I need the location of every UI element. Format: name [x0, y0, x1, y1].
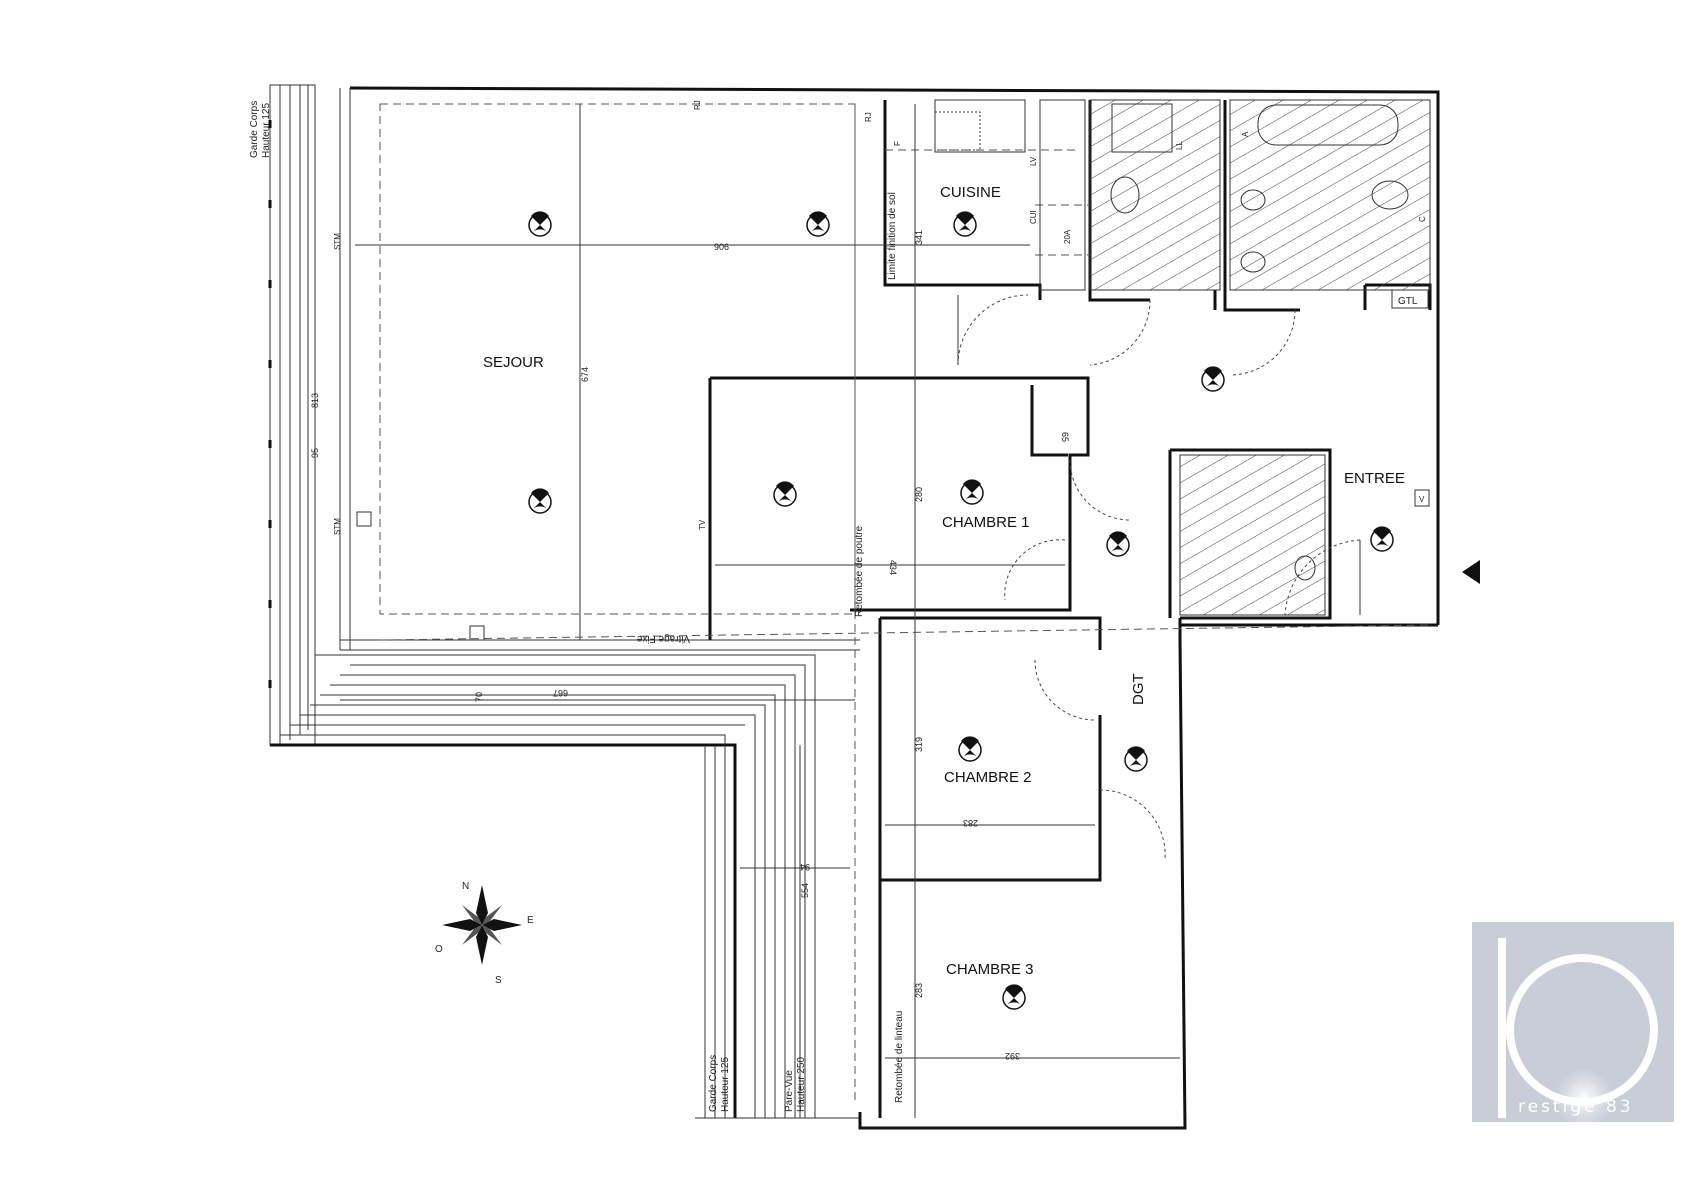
ceiling-light-icon — [773, 481, 797, 507]
symbol-lv: LV — [1029, 156, 1038, 166]
dashed-outlines — [379, 103, 1431, 1100]
room-label-chambre-1: CHAMBRE 1 — [942, 514, 1030, 531]
room-label-chambre-2: CHAMBRE 2 — [944, 769, 1032, 786]
ceiling-light-icon — [1002, 984, 1026, 1010]
room-label-sejour: SEJOUR — [483, 354, 544, 371]
symbol-tv: TV — [698, 519, 707, 530]
symbol-cui: CUI — [1029, 210, 1038, 224]
logo-text: restige 83 — [1518, 1097, 1634, 1117]
symbol-v: V — [1419, 495, 1425, 504]
dim-434: 434 — [888, 560, 898, 575]
note-pare-vue: Pare-Vue — [784, 1070, 795, 1112]
light-fixtures — [528, 211, 1394, 1010]
dim-674: 674 — [580, 367, 590, 382]
column-marker — [356, 511, 372, 527]
room-label-chambre-3: CHAMBRE 3 — [946, 961, 1034, 978]
dim-280: 280 — [914, 487, 924, 502]
ceiling-light-icon — [806, 211, 830, 237]
symbol-rj-cuisine: RJ — [864, 112, 873, 122]
symbol-20a: 20A — [1063, 229, 1072, 244]
dim-94: 94 — [800, 862, 810, 872]
logo-prestige-83: restige 83 — [1472, 922, 1674, 1128]
room-label-dgt: DGT — [1130, 673, 1147, 705]
dim-906: 906 — [714, 242, 729, 252]
note-hauteur-125-2: Hauteur 125 — [720, 1057, 731, 1112]
door-swings — [957, 294, 1361, 861]
note-garde-corps-1: Garde Corps — [249, 101, 260, 158]
dim-65: 65 — [1060, 432, 1070, 442]
dimension-lines — [340, 104, 1180, 1118]
dim-283-chambre-2: 283 — [963, 818, 978, 828]
dim-667: 667 — [553, 688, 568, 698]
note-garde-corps-2: Garde Corps — [708, 1055, 719, 1112]
wet-rooms — [1089, 99, 1431, 616]
ceiling-light-icon — [960, 479, 984, 505]
note-retombee-linteau: Retombée de linteau — [894, 1011, 905, 1103]
ceiling-light-icon — [528, 488, 552, 514]
compass-e: E — [527, 915, 534, 926]
terrace — [268, 84, 860, 1119]
kitchen-counter — [934, 99, 1086, 291]
room-label-entree: ENTREE — [1344, 470, 1405, 487]
note-retombee-poutre: Retombée de poutre — [854, 525, 865, 617]
column-marker — [469, 625, 485, 641]
note-limite-finition: Limite finition de sol — [887, 192, 898, 280]
dim-392: 392 — [1005, 1051, 1020, 1061]
v-box — [1414, 489, 1430, 507]
ceiling-light-icon — [1370, 526, 1394, 552]
symbol-f: F — [893, 141, 902, 146]
dim-70: 70 — [474, 692, 484, 702]
symbol-stm-2: STM — [333, 518, 342, 535]
symbol-a: A — [1241, 131, 1250, 137]
note-hauteur-250: Hauteur 250 — [796, 1057, 807, 1112]
ceiling-light-icon — [1106, 531, 1130, 557]
interior-walls — [708, 100, 1432, 1118]
dim-813: 813 — [310, 393, 320, 408]
dim-341: 341 — [914, 230, 924, 245]
ceiling-light-icon — [528, 211, 552, 237]
dim-283-chambre-3: 283 — [914, 983, 924, 998]
ceiling-light-icon — [958, 736, 982, 762]
exterior-walls — [339, 86, 1440, 1130]
compass-s: S — [495, 975, 502, 986]
room-label-cuisine: CUISINE — [940, 184, 1001, 201]
dim-319: 319 — [914, 737, 924, 752]
ceiling-light-icon — [1124, 746, 1148, 772]
ceiling-light-icon — [1201, 366, 1225, 392]
symbol-rj-sejour: RJ — [693, 100, 702, 110]
note-hauteur-125-1: Hauteur 125 — [261, 103, 272, 158]
symbol-c: C — [1418, 216, 1427, 222]
compass-rose-icon — [442, 885, 522, 965]
compass-o: O — [435, 944, 443, 955]
room-label-gtl: GTL — [1398, 296, 1418, 307]
compass-n: N — [462, 881, 469, 892]
note-vitrage-fixe: Vitrage Fixe — [636, 633, 690, 644]
gtl-box — [1391, 289, 1429, 309]
dim-554: 554 — [800, 883, 810, 898]
symbol-ll: LL — [1175, 141, 1184, 150]
symbol-stm-1: STM — [333, 233, 342, 250]
entrance-arrow-icon — [1462, 560, 1480, 584]
dim-95: 95 — [310, 448, 320, 458]
ceiling-light-icon — [953, 211, 977, 237]
